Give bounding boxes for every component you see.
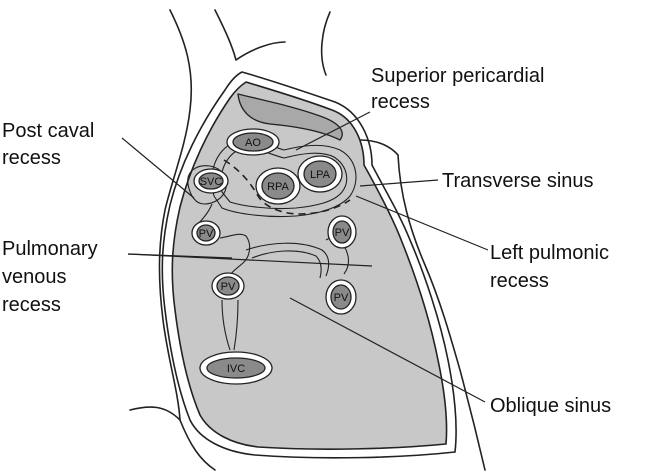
vessel-pv-lower-right: PV	[325, 279, 357, 315]
vessel-pv-upper-right: PV	[327, 215, 357, 249]
rpa-lumen	[261, 172, 295, 200]
vessel-lpa: LPA	[297, 155, 343, 193]
pv-left-tube	[219, 233, 251, 281]
label-post-caval-recess-line2: recess	[2, 147, 61, 169]
transverse-sinus-dashed-line	[223, 159, 351, 215]
ivc-label: IVC	[227, 363, 245, 375]
label-pulmonary-venous-recess-line2: venous	[2, 266, 67, 288]
label-oblique-sinus: Oblique sinus	[490, 395, 611, 417]
rpa-label: RPA	[267, 181, 289, 193]
leader-pulmonary-venous-recess-2	[127, 253, 373, 267]
svc-lumen	[198, 172, 224, 190]
pv-upper-right-label: PV	[335, 227, 350, 239]
leader-oblique-sinus	[289, 297, 486, 403]
leader-transverse-sinus	[359, 179, 439, 187]
vessel-ao: AO	[226, 128, 280, 156]
pv-central-tube-inner	[251, 250, 322, 279]
sac-outer-outline	[161, 71, 457, 459]
outer-contour-right-top	[359, 139, 399, 156]
leader-left-pulmonic-recess	[355, 195, 489, 251]
ivc-tube	[221, 299, 239, 351]
pv-lower-left-lumen	[216, 276, 240, 296]
ivc-lumen	[206, 357, 266, 379]
vessel-pv-lower-left: PV	[211, 272, 245, 300]
outer-contour-top	[214, 9, 286, 61]
leader-post-caval-recess	[121, 137, 195, 199]
pv-lower-left-label: PV	[221, 281, 236, 293]
label-post-caval-recess-line1: Post caval	[2, 120, 94, 142]
label-superior-pericardial-recess-line1: Superior pericardial	[371, 65, 544, 87]
venous-channels	[187, 165, 350, 351]
pv-upper-right-lumen	[332, 220, 352, 244]
labels: Superior pericardial recess Post caval r…	[2, 65, 611, 417]
label-left-pulmonic-recess-line1: Left pulmonic	[490, 242, 609, 264]
outer-contour-bottom	[129, 406, 216, 471]
outer-contour-left	[158, 9, 193, 421]
svc-channel	[187, 165, 227, 205]
pv-lower-right-label: PV	[334, 292, 349, 304]
pv-upper-left-lumen	[196, 224, 216, 242]
superior-pericardial-recess-region	[237, 93, 343, 141]
pv-lower-right-lumen	[330, 284, 352, 310]
svc-label: SVC	[200, 176, 223, 188]
vessel-rpa: RPA	[255, 167, 301, 205]
pv-upper-left-label: PV	[199, 228, 214, 240]
lpa-label: LPA	[310, 169, 331, 181]
label-pulmonary-venous-recess-line3: recess	[2, 294, 61, 316]
outer-contour-top-right	[320, 11, 331, 76]
lpa-lumen	[303, 160, 337, 188]
sac-fill	[171, 81, 448, 450]
pv-central-tube	[245, 242, 330, 277]
vessel-svc: SVC	[193, 168, 229, 194]
vessel-pv-upper-left: PV	[191, 220, 221, 246]
leader-lines	[121, 111, 489, 403]
outer-contour-right	[397, 154, 486, 471]
label-transverse-sinus: Transverse sinus	[442, 170, 594, 192]
label-superior-pericardial-recess-line2: recess	[371, 91, 430, 113]
ao-lumen	[232, 132, 274, 152]
label-left-pulmonic-recess-line2: recess	[490, 270, 549, 292]
outer-contours	[129, 9, 486, 471]
leader-superior-pericardial-recess	[295, 111, 371, 151]
vessel-ivc: IVC	[199, 351, 273, 385]
ao-label: AO	[245, 137, 261, 149]
label-pulmonary-venous-recess-line1: Pulmonary	[2, 238, 98, 260]
